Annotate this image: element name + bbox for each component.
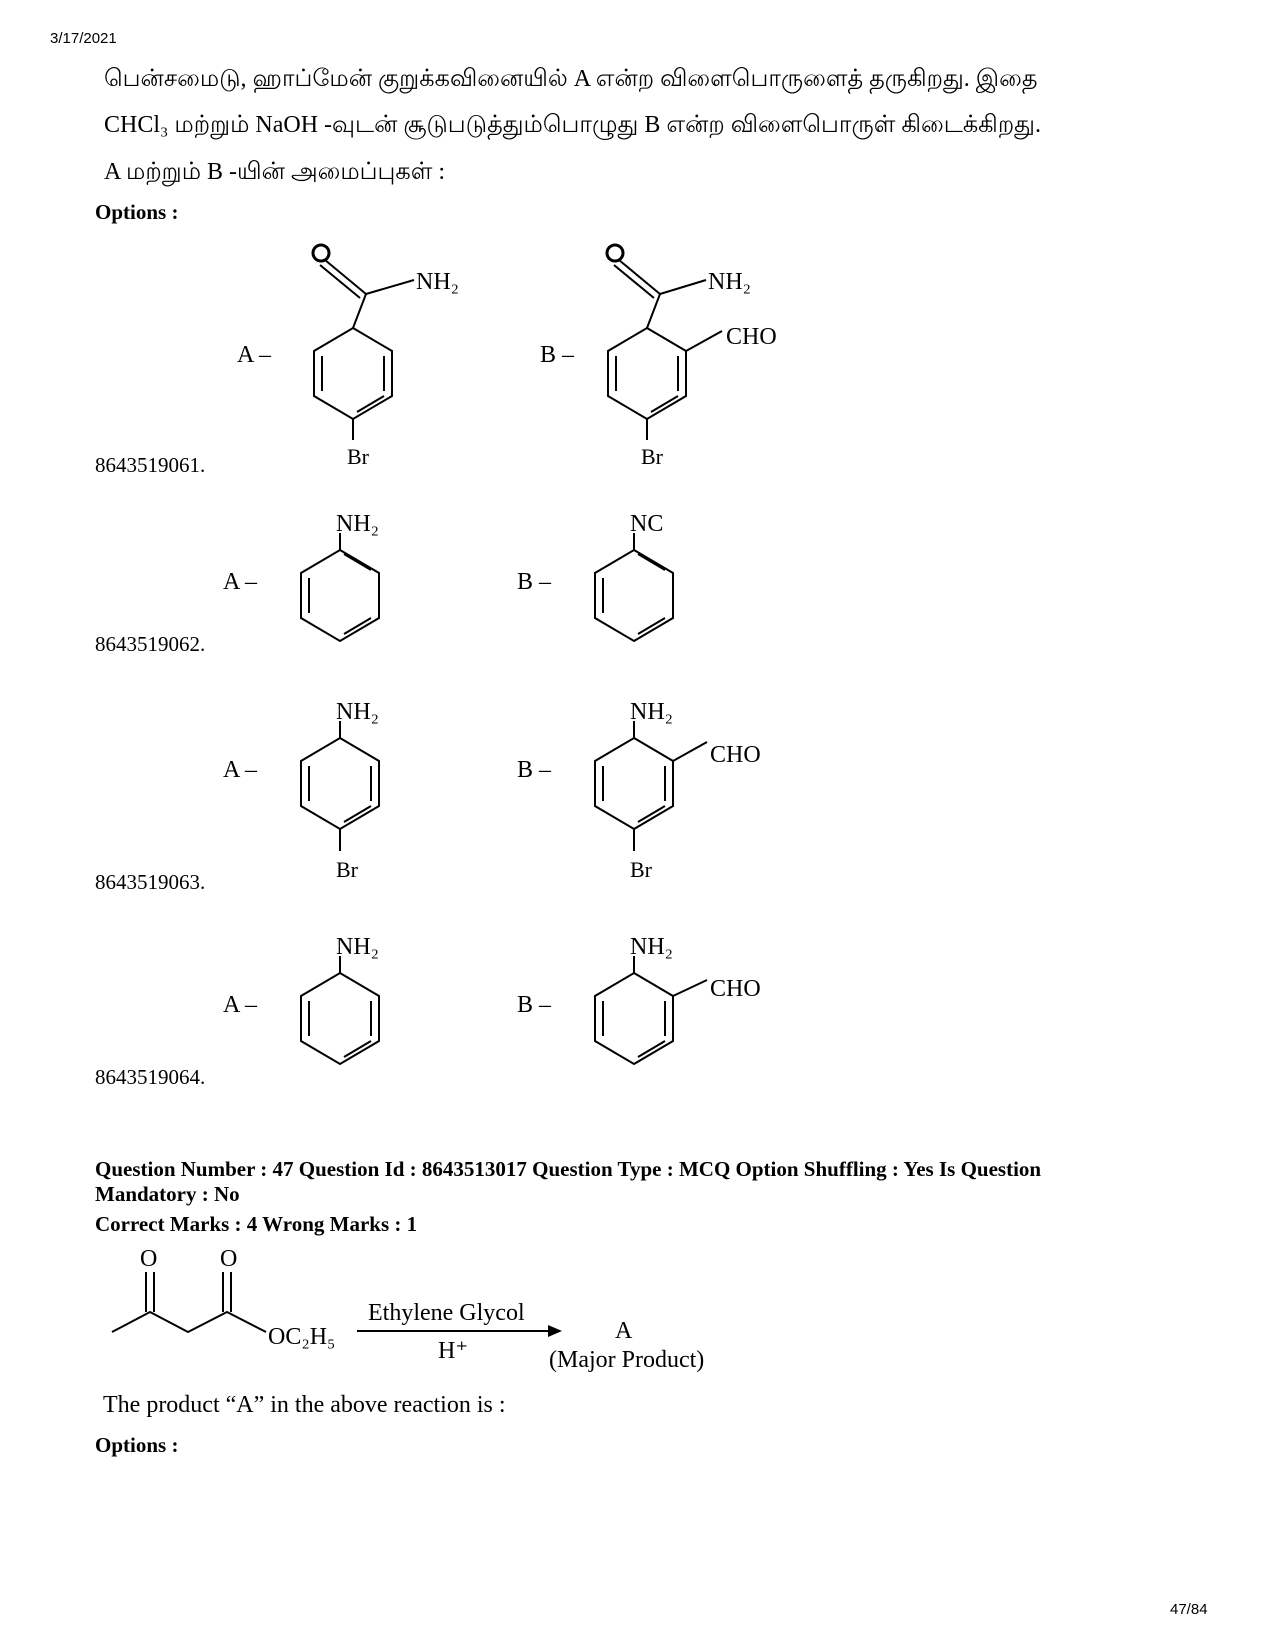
page-number: 47/84 [1170, 1601, 1208, 1618]
option-3-a-amine: NH₂ [336, 699, 379, 725]
option-4-id: 8643519064. [95, 1065, 206, 1089]
question-text-line-2: CHCl₃ மற்றும் NaOH -வுடன் சூடுபடுத்தும்ப… [104, 112, 1041, 138]
product-symbol: A [615, 1318, 633, 1344]
reaction-scheme: O O OC₂H₅ Ethylene Glycol H⁺ A (Major Pr… [111, 1246, 704, 1373]
option-1-b-bromo: Br [641, 444, 664, 469]
option-1-a-amide: NH₂ [416, 269, 459, 295]
question-47-meta-line-2: Mandatory : No [95, 1182, 240, 1206]
question-text-line-1: பென்சமைடு, ஹாப்மேன் குறுக்கவினையில் A என… [104, 66, 1038, 92]
option-4-b-amine: NH₂ [630, 934, 673, 960]
option-4-structures: A – NH₂ B – NH₂ CHO [223, 934, 761, 1066]
option-1-b-label: B – [540, 342, 575, 368]
option-1-id: 8643519061. [95, 453, 206, 477]
ethoxy-group: OC₂H₅ [268, 1324, 335, 1350]
option-1-a-bromo: Br [347, 444, 370, 469]
option-1-a-label: A – [237, 342, 272, 368]
option-1-b-aldehyde: CHO [726, 324, 777, 350]
option-3-structures: A – NH₂ Br B – NH₂ CHO Br [223, 699, 761, 882]
reagent-bottom: H⁺ [438, 1338, 468, 1364]
option-1-structures: A – NH₂ Br B – NH₂ CHO Br [237, 243, 777, 469]
option-2-id: 8643519062. [95, 632, 206, 656]
ketone-oxygen: O [140, 1246, 157, 1272]
options-heading: Options : [95, 200, 179, 224]
option-3-a-bromo: Br [336, 857, 359, 882]
option-3-a-label: A – [223, 757, 258, 783]
option-4-b-label: B – [517, 992, 552, 1018]
option-1-b-amide: NH₂ [708, 269, 751, 295]
question-47-options-heading: Options : [95, 1433, 179, 1457]
ester-oxygen: O [220, 1246, 237, 1272]
question-47-meta-line-1: Question Number : 47 Question Id : 86435… [95, 1157, 1042, 1181]
reagent-top: Ethylene Glycol [368, 1300, 525, 1326]
print-date: 3/17/2021 [50, 30, 117, 47]
option-3-b-amine: NH₂ [630, 699, 673, 725]
option-3-b-bromo: Br [630, 857, 653, 882]
option-3-b-label: B – [517, 757, 552, 783]
option-3-b-aldehyde: CHO [710, 742, 761, 768]
question-text-line-3: A மற்றும் B -யின் அமைப்புகள் : [104, 159, 446, 185]
product-note: (Major Product) [549, 1347, 704, 1373]
option-2-a-amine: NH₂ [336, 511, 379, 537]
option-2-b-isocyanide: NC [630, 511, 663, 537]
option-4-b-aldehyde: CHO [710, 976, 761, 1002]
option-2-structures: A – NH₂ B – NC [223, 511, 674, 643]
option-3-id: 8643519063. [95, 870, 206, 894]
question-47-marks: Correct Marks : 4 Wrong Marks : 1 [95, 1212, 418, 1236]
option-4-a-amine: NH₂ [336, 934, 379, 960]
question-47-text: The product “A” in the above reaction is… [103, 1392, 506, 1418]
option-4-a-label: A – [223, 992, 258, 1018]
option-2-b-label: B – [517, 569, 552, 595]
option-2-a-label: A – [223, 569, 258, 595]
